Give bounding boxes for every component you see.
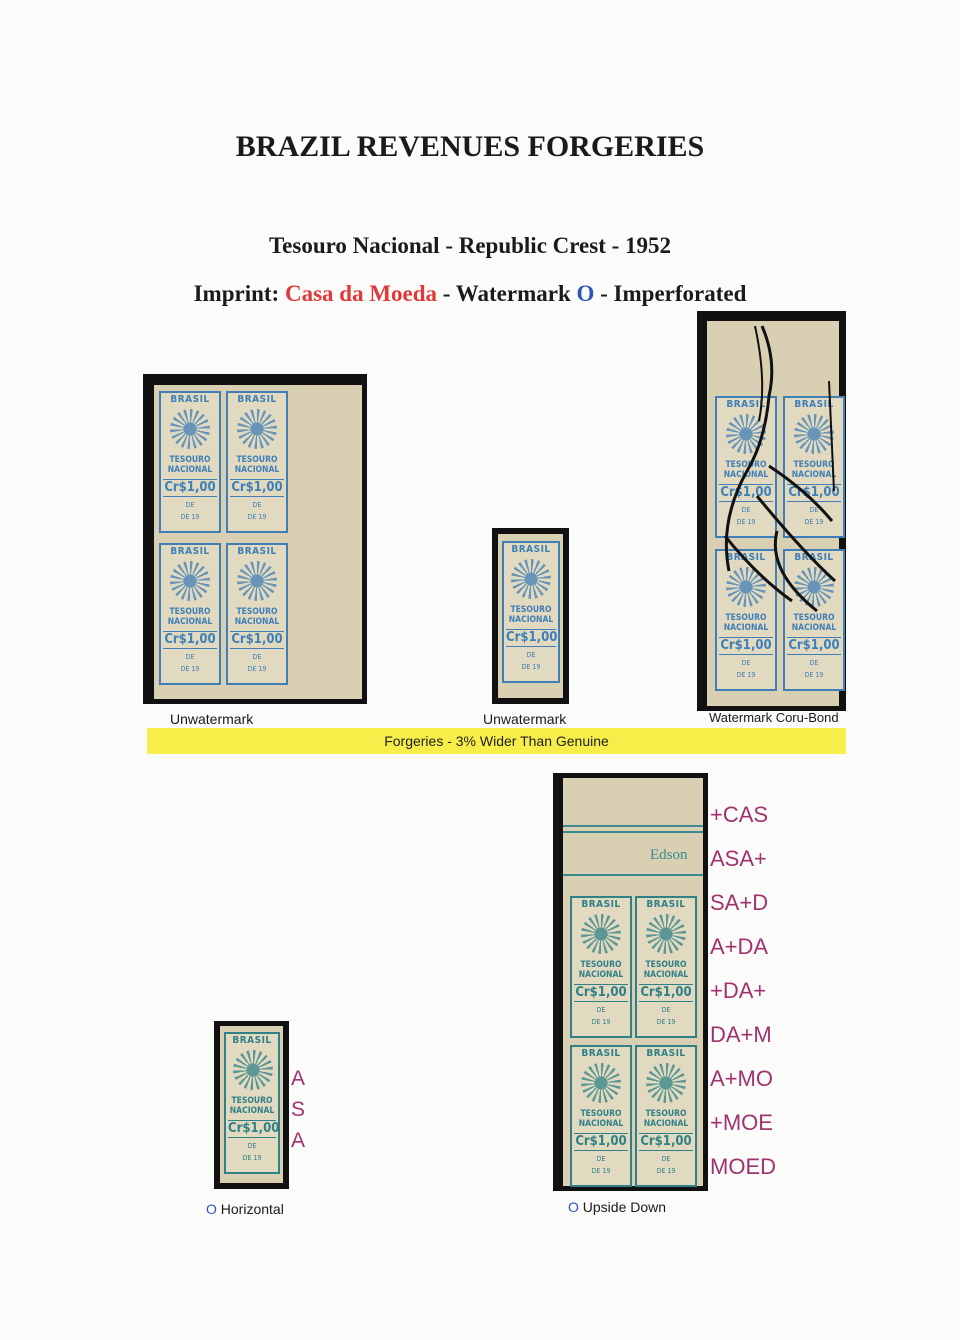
watermark-text-row: A+DA [710, 934, 769, 959]
watermark-text-row: MOED [710, 1154, 776, 1179]
caption-block-right: Watermark Coru-Bond [709, 710, 839, 725]
margin-line [563, 874, 703, 876]
imprint-line: Imprint: Casa da Moeda - Watermark O - I… [0, 281, 940, 307]
watermark-symbol: O [206, 1201, 217, 1217]
watermark-letters-upside-down: +CAS ASA+ SA+D A+DA +DA+ DA+M A+MO +MOE … [710, 793, 776, 1189]
watermark-text-row: +DA+ [710, 978, 767, 1003]
watermark-symbol: O [576, 281, 595, 306]
imprint-middle: - Watermark [437, 281, 577, 306]
caption-single-bottom: O Horizontal [206, 1201, 284, 1217]
imprint-printer: Casa da Moeda [284, 281, 438, 306]
watermark-text-row: A+MO [710, 1066, 773, 1091]
crest-icon [170, 561, 210, 601]
page-title: BRAZIL REVENUES FORGERIES [235, 130, 705, 163]
crest-icon [237, 561, 277, 601]
page-subtitle: Tesouro Nacional - Republic Crest - 1952 [268, 233, 672, 258]
forgery-width-note: Forgeries - 3% Wider Than Genuine [147, 728, 846, 754]
watermark-text-row: ASA+ [710, 846, 767, 871]
crest-icon [233, 1050, 273, 1090]
printer-imprint: Edson [650, 847, 688, 863]
watermark-text-row: +MOE [710, 1110, 773, 1135]
crest-icon [794, 414, 834, 454]
watermark-text-row: DA+M [710, 1022, 772, 1047]
imprint-prefix: Imprint: [193, 281, 285, 306]
watermark-letters-horizontal: A S A [291, 1063, 305, 1156]
crest-icon [581, 1063, 621, 1103]
watermark-symbol: O [568, 1199, 579, 1215]
margin-line [563, 825, 703, 827]
imprint-suffix: - Imperforated [594, 281, 747, 306]
crest-icon [646, 914, 686, 954]
crest-icon [170, 409, 210, 449]
crest-icon [646, 1063, 686, 1103]
watermark-outline [723, 325, 837, 613]
margin-line [563, 831, 703, 833]
crest-icon [581, 914, 621, 954]
watermark-text-row: +CAS [710, 802, 769, 827]
watermark-text-row: SA+D [710, 890, 769, 915]
caption-block-left: Unwatermark [170, 711, 254, 727]
watermark-letter: A [291, 1129, 306, 1152]
crest-icon [511, 559, 551, 599]
watermark-letter: A [291, 1067, 306, 1090]
caption-block-bottom: O Upside Down [568, 1199, 667, 1215]
crest-icon [237, 409, 277, 449]
watermark-letter: S [291, 1098, 306, 1121]
caption-single-middle: Unwatermark [483, 711, 567, 727]
